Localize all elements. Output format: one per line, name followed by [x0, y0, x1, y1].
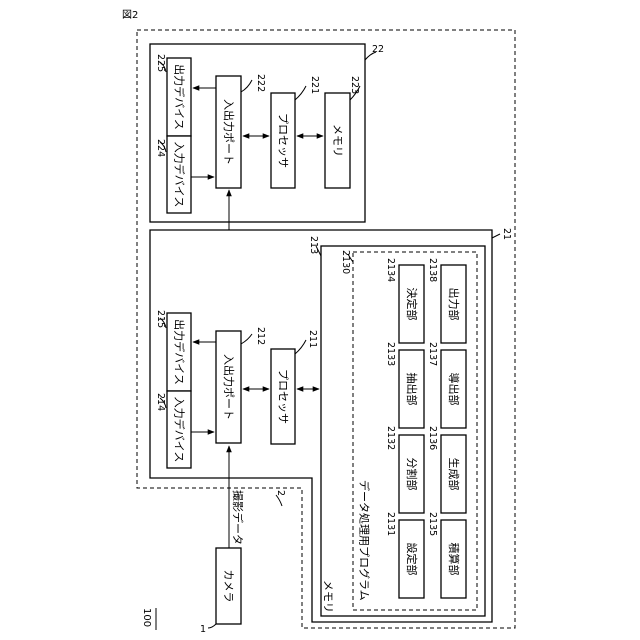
input-device-224-label: 入力デバイス	[173, 142, 187, 208]
output-device-215-label: 出力デバイス	[173, 319, 187, 385]
unit-2132-number: 2132	[385, 426, 396, 450]
device-22-number: 22	[372, 44, 384, 55]
program-2130-number: 2130	[340, 250, 351, 274]
camera-leader	[208, 624, 216, 628]
device-21-leader	[492, 234, 500, 238]
unit-2135-number: 2135	[427, 512, 438, 536]
memory-213-number: 213	[308, 236, 319, 254]
output-device-225-label: 出力デバイス	[173, 64, 187, 130]
camera-label: カメラ	[222, 570, 235, 603]
line-2-number: 2	[275, 490, 286, 496]
figure-label: 図2	[122, 9, 138, 21]
system-number: 100	[141, 608, 152, 627]
processor-211-number: 211	[307, 330, 318, 348]
unit-2136-number: 2136	[427, 426, 438, 450]
line-2-leader	[276, 495, 282, 506]
io-port-222-label: 入出力ポート	[222, 99, 236, 165]
unit-2131-number: 2131	[385, 512, 396, 536]
camera-number: 1	[200, 624, 206, 635]
memory-213-label: メモリ	[322, 580, 335, 613]
unit-2132-label: 分割部	[405, 458, 419, 491]
unit-2135-label: 積算部	[447, 543, 461, 576]
processor-211-label: プロセッサ	[277, 369, 290, 424]
unit-2138-label: 出力部	[447, 288, 461, 321]
program-2130-label: データ処理用プログラム	[358, 480, 372, 601]
device-21-number: 21	[501, 228, 512, 240]
memory-223-number: 223	[349, 76, 360, 94]
unit-2133-label: 抽出部	[405, 373, 419, 406]
unit-2134-label: 決定部	[405, 288, 419, 321]
memory-223-label: メモリ	[331, 124, 344, 157]
unit-2137-label: 導出部	[447, 373, 461, 406]
unit-2136-label: 生成部	[447, 458, 461, 491]
data-label: 撮影データ	[231, 490, 245, 545]
processor-221-number: 221	[309, 76, 320, 94]
unit-2131-label: 設定部	[405, 543, 419, 576]
unit-2133-number: 2133	[385, 342, 396, 366]
processor-221-label: プロセッサ	[277, 113, 290, 168]
unit-2134-number: 2134	[385, 258, 396, 282]
io-port-212-label: 入出力ポート	[222, 354, 236, 420]
input-device-214-label: 入力デバイス	[173, 397, 187, 463]
input-device-214-number: 214	[155, 393, 166, 411]
io-port-212-number: 212	[255, 327, 266, 345]
unit-2137-number: 2137	[427, 342, 438, 366]
io-port-222-number: 222	[255, 74, 266, 92]
unit-2138-number: 2138	[427, 258, 438, 282]
